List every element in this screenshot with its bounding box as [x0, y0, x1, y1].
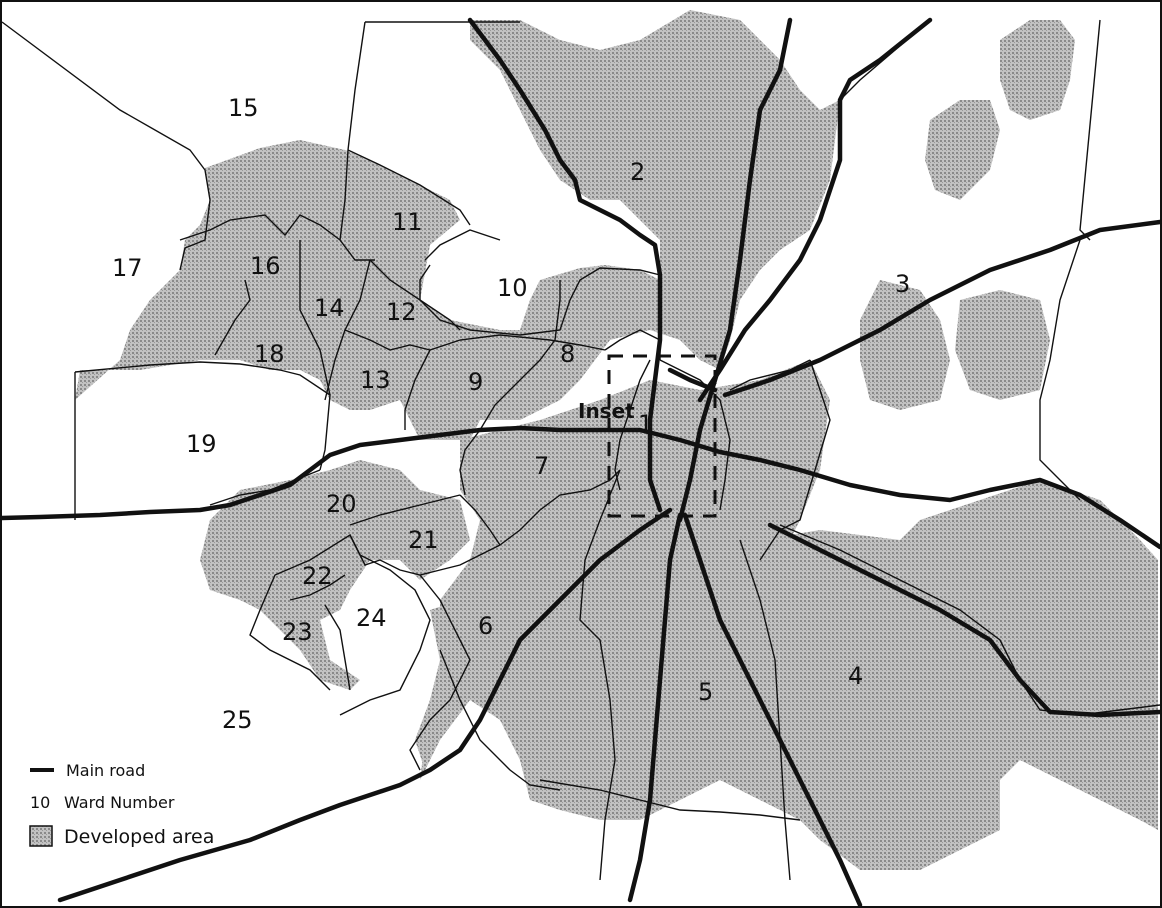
boundary-22-23 — [289, 574, 346, 601]
developed-area-ward9 — [405, 330, 540, 420]
developed-area-southwest — [200, 460, 470, 690]
ward-label-12: 12 — [386, 298, 417, 326]
boundary-19-18 — [74, 361, 331, 471]
ward-label-17: 17 — [112, 254, 143, 282]
road-south-2 — [682, 512, 863, 908]
ward-label-23: 23 — [282, 618, 313, 646]
road-east-inner — [667, 367, 718, 393]
boundary-east-mid — [729, 359, 811, 391]
ward-label-10: 10 — [497, 274, 528, 302]
developed-area-far-east — [870, 480, 1158, 720]
ward-label-3: 3 — [895, 270, 910, 298]
boundary-ward-south — [539, 779, 801, 821]
ward-label-6: 6 — [478, 612, 493, 640]
ward-label-8: 8 — [560, 340, 575, 368]
boundary-east-inner — [759, 359, 831, 561]
boundary-6 — [409, 574, 471, 771]
ward-label-20: 20 — [326, 490, 357, 518]
boundary-5-4 — [739, 539, 791, 881]
ward-label-25: 25 — [222, 706, 253, 734]
ward-label-7: 7 — [534, 452, 549, 480]
boundary-20-21 — [349, 494, 461, 526]
boundary-8-9 — [479, 280, 561, 431]
boundary-11 — [347, 149, 471, 226]
road-northeast-2 — [697, 17, 933, 403]
boundary-ward-1-inner — [614, 359, 651, 491]
ward-label-24: 24 — [356, 604, 387, 632]
legend-developed-swatch — [29, 825, 53, 847]
boundary-15-17 — [1, 21, 211, 271]
legend-developed-area: Developed area — [64, 826, 214, 848]
ward-label-14: 14 — [314, 294, 345, 322]
developed-area-northeast-1 — [925, 100, 1000, 200]
boundary-8-1 — [604, 329, 661, 351]
ward-label-15: 15 — [228, 94, 259, 122]
road-northeast-1 — [677, 17, 793, 523]
boundary-1-center — [659, 359, 731, 511]
ward-label-19: 19 — [186, 430, 217, 458]
developed-area-ward6 — [415, 600, 510, 770]
legend: Main road 10 Ward Number Developed area — [29, 761, 214, 848]
ward-label-9: 9 — [468, 368, 483, 396]
road-southeast — [767, 522, 1162, 718]
boundary-7-21 — [459, 494, 501, 546]
boundary-9 — [429, 334, 606, 351]
ward-label-16: 16 — [250, 252, 281, 280]
developed-area-northwest — [75, 10, 840, 440]
boundary-24 — [339, 554, 431, 716]
ward-label-4: 4 — [848, 662, 863, 690]
boundary-6-south — [439, 649, 561, 791]
ward-label-18: 18 — [254, 340, 285, 368]
boundary-7 — [459, 429, 481, 496]
boundary-13-9 — [404, 349, 431, 430]
boundary-6-5 — [579, 469, 621, 881]
ward-label-13: 13 — [360, 366, 391, 394]
legend-ward-number: Ward Number — [64, 793, 175, 812]
boundary-10-11 — [424, 229, 501, 261]
boundary-23 — [249, 574, 331, 691]
ward-label-22: 22 — [302, 562, 333, 590]
boundary-22 — [274, 533, 361, 576]
developed-area-east — [860, 280, 950, 410]
road-north-1 — [467, 17, 663, 513]
legend-ward-sample: 10 — [30, 793, 50, 812]
boundary-10 — [419, 264, 661, 336]
ward-label-2: 2 — [630, 158, 645, 186]
road-southwest — [57, 507, 673, 903]
developed-area-ward3-pool — [955, 290, 1050, 400]
boundary-12-13 — [344, 329, 431, 351]
boundary-16 — [179, 214, 375, 261]
road-east-main — [0, 425, 1162, 550]
boundary-3-east — [1039, 239, 1081, 501]
developed-area-northeast-2 — [1000, 20, 1075, 120]
legend-main-road: Main road — [66, 761, 145, 780]
main-roads — [0, 17, 1162, 908]
developed-areas — [75, 10, 1158, 870]
ward-label-11: 11 — [392, 208, 423, 236]
boundary-16-18 — [214, 279, 251, 356]
ward-label-21: 21 — [408, 526, 439, 554]
inset-label: Inset — [578, 399, 635, 423]
road-south-1 — [627, 512, 683, 903]
boundary-4-east — [779, 524, 1161, 716]
ward-label-5: 5 — [698, 678, 713, 706]
boundary-14-16 — [299, 240, 331, 396]
ward-labels: 1 2 3 4 5 6 7 8 9 10 11 12 13 14 15 16 1… — [112, 94, 910, 734]
boundary-23-24 — [324, 604, 351, 691]
road-east-1 — [722, 219, 1162, 398]
ward-label-1: 1 — [638, 410, 653, 438]
